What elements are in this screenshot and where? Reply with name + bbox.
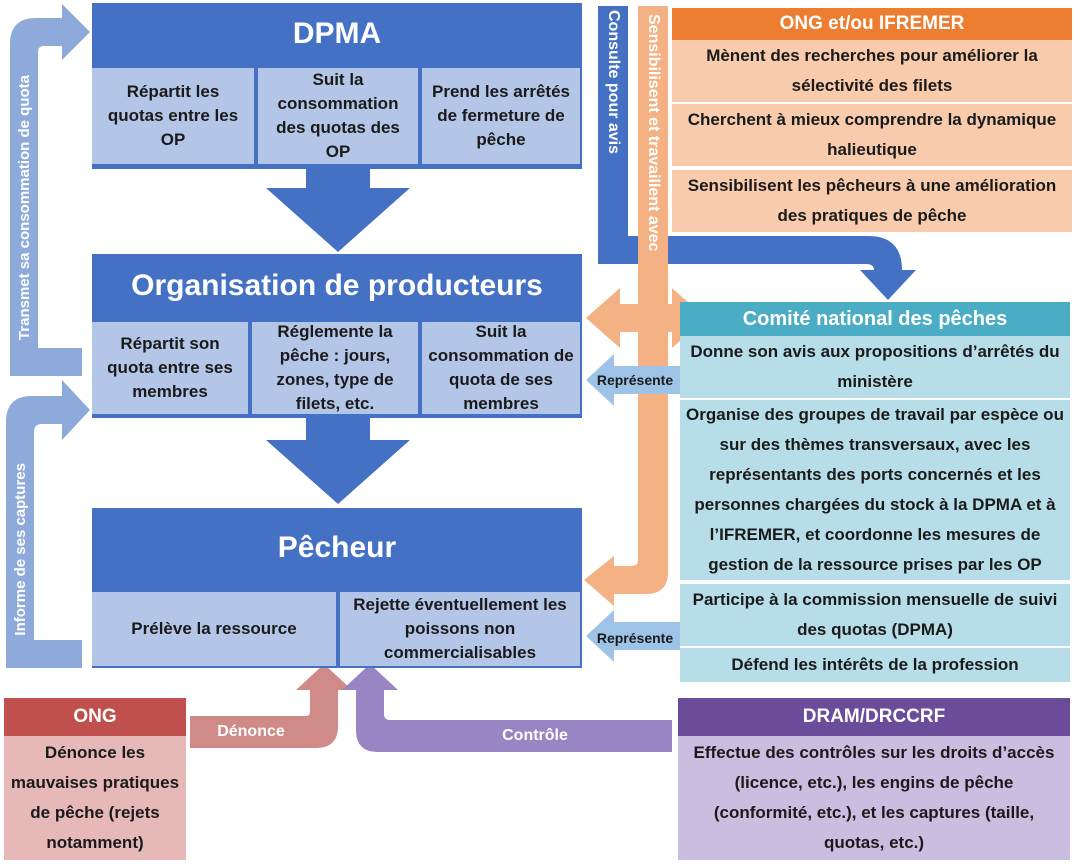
op-cell-repartit: Répartit son quota entre ses membres <box>92 322 248 414</box>
op-cell-suit: Suit la consommation de quota de ses mem… <box>422 322 580 414</box>
represente-label-2: Représente <box>596 630 674 646</box>
ong-bottom-title: ONG <box>4 698 186 736</box>
pecheur-cell-preleve: Prélève la ressource <box>92 592 336 666</box>
pecheur-title: Pêcheur <box>92 508 582 588</box>
dram-title: DRAM/DRCCRF <box>678 698 1070 736</box>
ong-ifremer-item-3: Sensibilisent les pêcheurs à une amélior… <box>672 170 1072 232</box>
op-to-pecheur-arrow <box>266 416 410 504</box>
dram-body: Effectue des contrôles sur les droits d’… <box>678 736 1070 860</box>
cnp-item-groupes: Organise des groupes de travail par espè… <box>680 400 1070 580</box>
consulte-label: Consulte pour avis <box>605 10 622 155</box>
ong-ifremer-item-2: Cherchent à mieux comprendre la dynamiqu… <box>672 104 1072 166</box>
cnp-item-avis: Donne son avis aux propositions d’arrêté… <box>680 336 1070 398</box>
controle-label: Contrôle <box>502 727 568 744</box>
op-title: Organisation de producteurs <box>92 254 582 318</box>
pecheur-cell-rejette: Rejette éventuellement les poissons non … <box>340 592 580 666</box>
cnp-item-defend: Défend les intérêts de la profession <box>680 648 1070 682</box>
dpma-to-op-arrow <box>266 166 410 252</box>
ong-ifremer-title: ONG et/ou IFREMER <box>672 8 1072 40</box>
informe-label: Informe de ses captures <box>11 462 29 636</box>
dpma-title: DPMA <box>92 3 582 65</box>
dpma-cell-suit: Suit la consommation des quotas des OP <box>258 68 418 164</box>
cnp-item-commission: Participe à la commission mensuelle de s… <box>680 584 1070 646</box>
ong-bottom-body: Dénonce les mauvaises pratiques de pêche… <box>4 736 186 860</box>
denonce-label: Dénonce <box>217 723 285 740</box>
cnp-title: Comité national des pêches <box>680 302 1070 336</box>
dpma-cell-arretes: Prend les arrêtés de fermeture de pêche <box>422 68 580 164</box>
transmet-label: Transmet sa consommation de quota <box>15 75 33 341</box>
sensibilisent-label: Sensibilisent et travaillent avec <box>645 14 662 252</box>
op-cell-reglemente: Réglemente la pêche : jours, zones, type… <box>252 322 418 414</box>
represente-label-1: Représente <box>596 372 674 388</box>
ong-ifremer-item-1: Mènent des recherches pour améliorer la … <box>672 40 1072 102</box>
dpma-cell-repartit: Répartit les quotas entre les OP <box>92 68 254 164</box>
